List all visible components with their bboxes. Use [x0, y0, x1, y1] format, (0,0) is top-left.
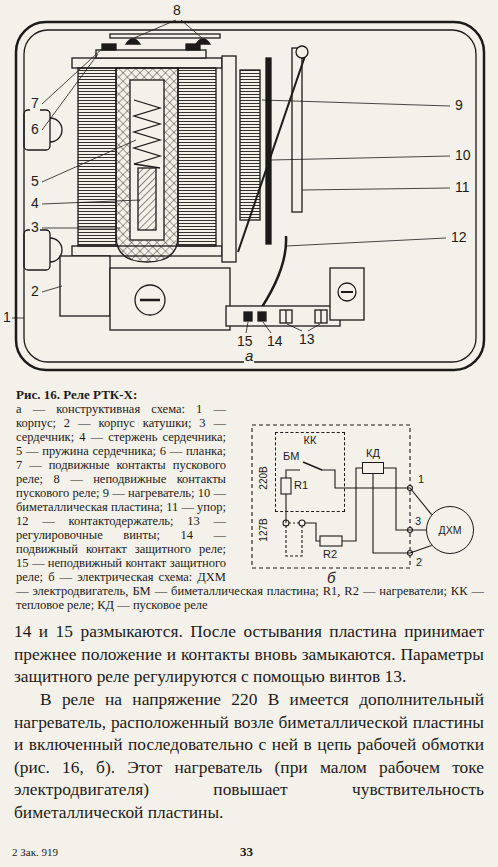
resistor-symbol: [281, 478, 291, 494]
component-label: БМ: [283, 450, 299, 462]
callout-number: 10: [454, 148, 472, 163]
callout-number: 2: [30, 284, 40, 299]
wiring: [252, 425, 413, 568]
paragraph: 14 и 15 размыкаются. После остывания пла…: [14, 620, 484, 688]
callout-number: 9: [454, 98, 464, 113]
caption-title: Рис. 16. Реле РТК-Х:: [16, 388, 484, 402]
callout-number: 12: [450, 230, 468, 245]
callout-number: 1: [2, 310, 12, 325]
housing: [16, 22, 484, 370]
start-relay-coil: КД: [362, 462, 384, 474]
print-order: 2 Зак. 919: [12, 846, 58, 858]
wire: [322, 470, 345, 488]
jumper: [289, 522, 299, 523]
component-label: R1: [294, 479, 308, 491]
relay-drawing: [0, 0, 498, 380]
thermal-relay: [222, 46, 308, 316]
motor-circle: ДХМ: [426, 506, 474, 554]
wire-connector: [384, 468, 426, 530]
callout-number: б: [326, 570, 336, 587]
wire: [286, 470, 300, 478]
bimetal-contact: [303, 462, 322, 470]
terminals: [60, 256, 364, 330]
voltage-label: 220В: [258, 466, 269, 489]
wire: [305, 523, 320, 541]
callout-number: 14: [266, 334, 284, 349]
jumper-terminal: [299, 520, 305, 526]
relay-enclosure: [252, 425, 410, 568]
page-number: 33: [240, 845, 253, 859]
thermal-relay-box: КК: [275, 432, 345, 512]
callout-number: 3: [30, 220, 40, 235]
terminal-number: 1: [417, 473, 425, 485]
callout-number: 5: [30, 174, 40, 189]
resistor-symbol: [320, 536, 342, 546]
node-label: КК: [276, 434, 344, 446]
node-label: КД: [366, 447, 380, 459]
wire: [342, 468, 362, 541]
callout-number: 7: [30, 96, 40, 111]
callout-number: 13: [298, 332, 316, 347]
callout-number: а: [244, 348, 254, 365]
callout-number: 4: [30, 196, 40, 211]
terminal-number: 2: [415, 556, 423, 568]
leader-lines: [12, 20, 450, 333]
component-label: R2: [323, 548, 337, 560]
callout-number: 8: [172, 3, 182, 18]
body-text: 14 и 15 размыкаются. После остывания пла…: [14, 620, 484, 824]
paragraph: В реле на напряжение 220 В имеется допол…: [14, 688, 484, 824]
terminal-number: 3: [414, 515, 422, 527]
wire-connector: [373, 474, 432, 553]
callout-number: 11: [454, 180, 471, 195]
node-label: ДХМ: [439, 524, 462, 536]
caption-text: а — конструктивная схема: 1 — корпус; 2 …: [16, 402, 484, 612]
jumper-alt: [286, 520, 302, 556]
wire: [285, 494, 286, 520]
wire-connector: [345, 488, 432, 515]
voltage-label: 127В: [258, 518, 269, 541]
callout-number: 6: [30, 122, 40, 137]
figure-caption: Рис. 16. Реле РТК-Х:а — конструктивная с…: [16, 388, 484, 612]
